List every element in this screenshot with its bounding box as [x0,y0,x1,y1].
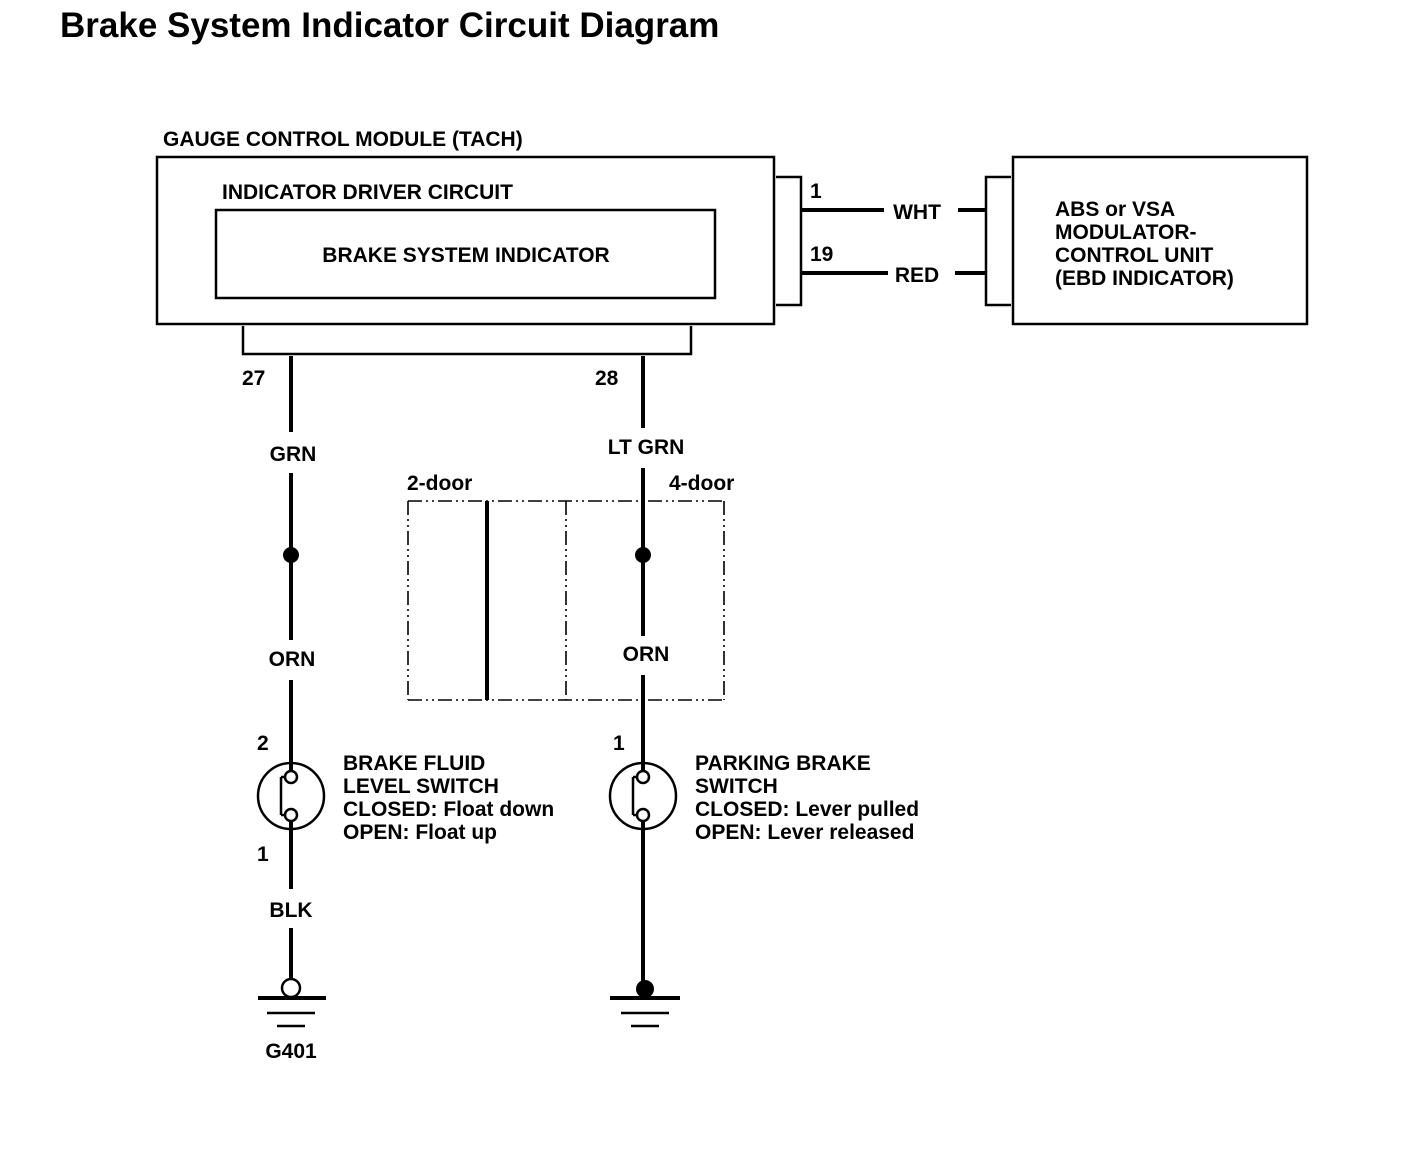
parking-switch-terminal-bottom [635,807,651,823]
pin-19-label: 19 [810,243,833,266]
parking-switch-line-1: PARKING BRAKE [695,752,871,775]
parking-switch-line-4: OPEN: Lever released [695,821,914,844]
ground-terminal-right [636,980,654,998]
parking-switch-terminal-top [635,769,651,785]
abs-unit-line-2: MODULATOR- [1055,221,1197,244]
left-splice-point [283,547,299,563]
brake-system-indicator-label: BRAKE SYSTEM INDICATOR [322,244,609,267]
orn-wire-right-label: ORN [623,643,670,666]
parking-switch-line-2: SWITCH [695,775,778,798]
ground-terminal-left [280,977,302,999]
fluid-switch-line-2: LEVEL SWITCH [343,775,499,798]
fluid-switch-pin-1: 1 [257,843,269,866]
module-right-connector [776,175,803,307]
abs-unit-line-4: (EBD INDICATOR) [1055,267,1234,290]
orn-wire-left-label: ORN [269,648,316,671]
wht-wire-label: WHT [893,201,941,224]
blk-wire-label: BLK [269,899,312,922]
four-door-label: 4-door [669,472,734,495]
abs-connector [984,175,1011,307]
pin-28-label: 28 [595,367,619,390]
fluid-switch-terminal-bottom [283,807,299,823]
ground-g401-label: G401 [265,1040,317,1063]
module-bottom-connector [241,326,693,356]
fluid-switch-terminal-top [283,769,299,785]
parking-switch-pin-1: 1 [613,732,625,755]
fluid-switch-pin-2: 2 [257,732,269,755]
parking-switch-line-3: CLOSED: Lever pulled [695,798,919,821]
diagram-title: Brake System Indicator Circuit Diagram [60,6,719,45]
two-door-label: 2-door [407,472,472,495]
brake-system-indicator-box [214,208,717,300]
lt-grn-wire-label: LT GRN [608,436,685,459]
fluid-switch-line-4: OPEN: Float up [343,821,497,844]
abs-unit-line-1: ABS or VSA [1055,198,1175,221]
right-splice-point [635,547,651,563]
fluid-switch-line-1: BRAKE FLUID [343,752,485,775]
driver-circuit-label: INDICATOR DRIVER CIRCUIT [222,181,513,204]
abs-vsa-control-unit [1011,155,1309,326]
abs-unit-line-3: CONTROL UNIT [1055,244,1213,267]
gauge-module-label: GAUGE CONTROL MODULE (TACH) [163,128,523,151]
pin-27-label: 27 [242,367,265,390]
red-wire-label: RED [895,264,939,287]
grn-wire-label: GRN [270,443,317,466]
gauge-control-module [155,155,776,326]
fluid-switch-line-3: CLOSED: Float down [343,798,554,821]
pin-1-label: 1 [810,180,822,203]
